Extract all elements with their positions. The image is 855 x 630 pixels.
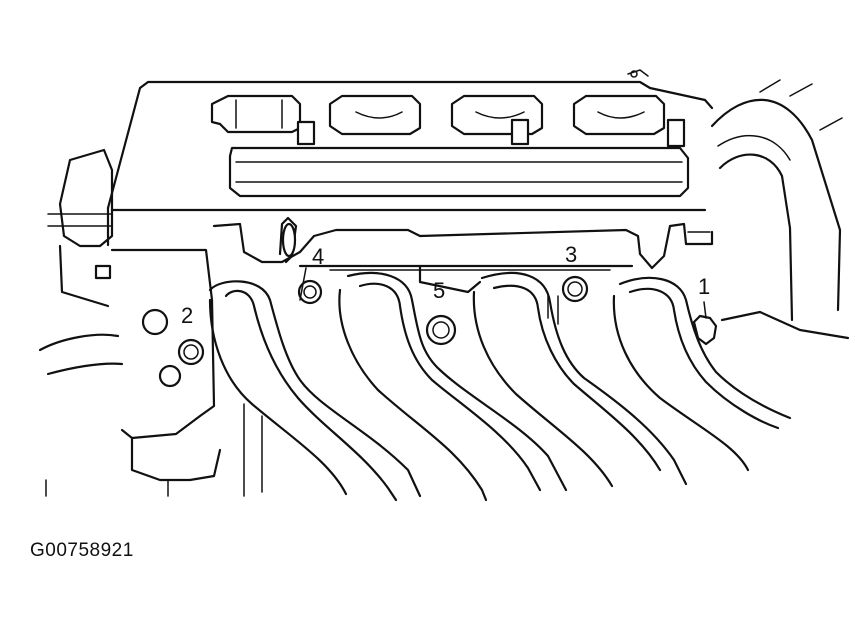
bolt-3 <box>561 275 589 303</box>
radiator-hose <box>710 79 850 340</box>
bolt-label-2: 2 <box>181 303 193 328</box>
ignition-coils <box>210 94 686 148</box>
bolt-1 <box>692 301 718 346</box>
engine-block-edge <box>45 403 263 497</box>
bolt-label-1: 1 <box>698 274 710 299</box>
bolt-label-4: 4 <box>312 244 324 269</box>
bolt-4 <box>297 267 323 305</box>
intake-runners <box>208 271 792 502</box>
bolt-2 <box>141 308 205 388</box>
left-engine-housing <box>38 148 222 497</box>
bolt-5 <box>425 314 457 346</box>
head-cover-rail <box>228 146 690 198</box>
bolt-label-5: 5 <box>433 278 445 303</box>
bolt-label-3: 3 <box>565 242 577 267</box>
figure-code: G00758921 <box>30 540 134 561</box>
manifold-flange <box>212 216 714 294</box>
